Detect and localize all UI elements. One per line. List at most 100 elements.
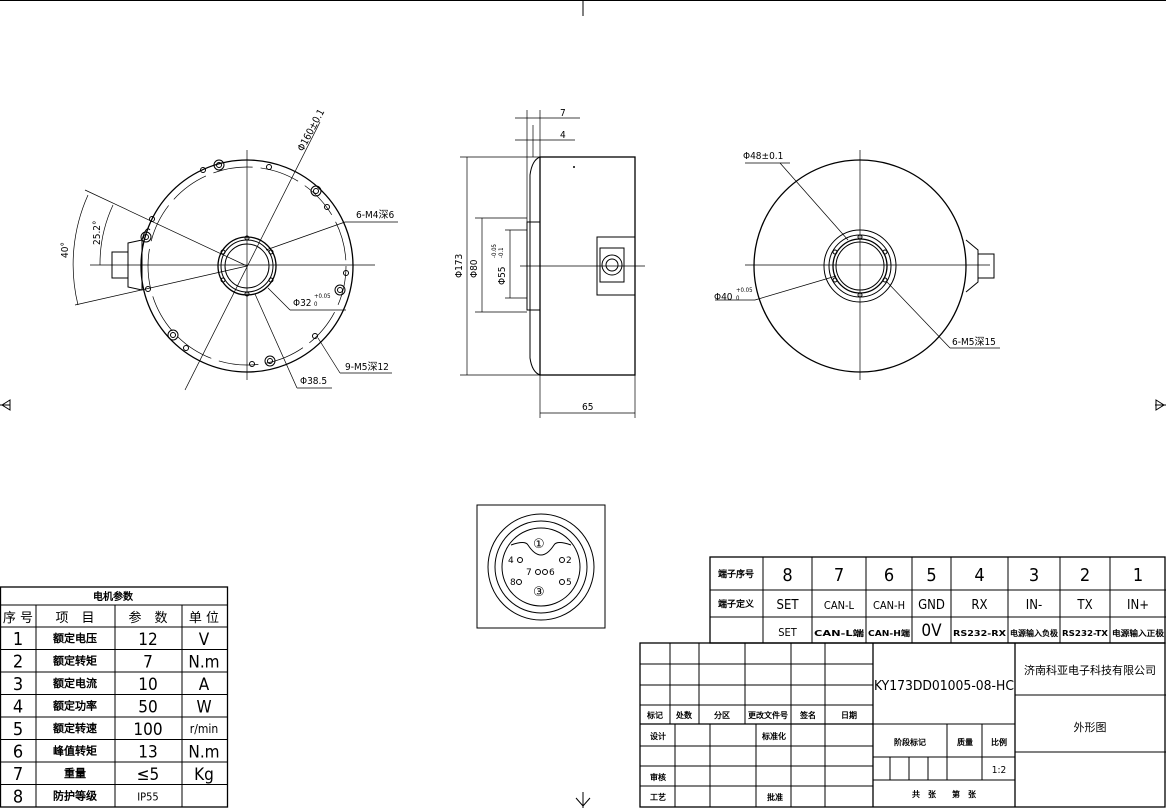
terminal-no: 6 bbox=[884, 565, 894, 586]
drawing-name: 外形图 bbox=[1074, 721, 1107, 734]
param-no: 8 bbox=[13, 787, 23, 808]
rev-header-mark: 标记 bbox=[646, 710, 663, 720]
param-no: 6 bbox=[13, 742, 23, 763]
label-sheets: 共 张 第 张 bbox=[912, 789, 977, 799]
params-row: 7 重量 ≤5 Kg bbox=[13, 764, 214, 785]
drawing-number: KY173DD01005-08-HC bbox=[874, 679, 1014, 694]
terminal-no: 8 bbox=[782, 565, 792, 586]
rev-header-zone: 分区 bbox=[714, 710, 730, 720]
terminal-def-label: 端子定义 bbox=[718, 598, 755, 610]
terminal-def: GND bbox=[918, 598, 945, 613]
dim-m4-holes: 6-M4深6 bbox=[356, 209, 394, 221]
param-value: 13 bbox=[138, 743, 157, 763]
front-view: Φ160±0.1 6-M4深6 Φ32 +0.05 0 Φ38.5 9-M5深1… bbox=[60, 108, 398, 391]
dim-length: 65 bbox=[582, 402, 593, 413]
param-unit: V bbox=[199, 630, 210, 650]
param-unit: W bbox=[196, 698, 211, 718]
dim-shaft-dia: Φ55 bbox=[497, 266, 508, 285]
dim-bore-tol-lower: 0 bbox=[314, 301, 318, 308]
label-standardization: 标准化 bbox=[761, 731, 786, 741]
m4-holes bbox=[220, 235, 274, 297]
param-no: 1 bbox=[13, 629, 23, 650]
terminal-def: CAN-L bbox=[824, 599, 855, 612]
param-value: ≤5 bbox=[137, 765, 160, 785]
param-no: 5 bbox=[13, 719, 23, 740]
terminal-desc: 0V bbox=[921, 621, 942, 641]
param-no: 7 bbox=[13, 764, 23, 785]
param-no: 4 bbox=[13, 697, 23, 718]
params-header-item: 项 目 bbox=[55, 611, 94, 626]
terminal-no: 5 bbox=[926, 565, 936, 586]
terminal-column: 1IN+电源输入正极 bbox=[1109, 557, 1164, 643]
rear-view: Φ48±0.1 Φ40 +0.05 0 6-M5深15 bbox=[714, 150, 1000, 380]
dim-bore-dia: Φ40 bbox=[714, 292, 733, 303]
dim-pilot-dia: Φ38.5 bbox=[300, 376, 327, 387]
dim-outer-dia: Φ160±0.1 bbox=[296, 108, 327, 154]
terminal-no: 3 bbox=[1029, 565, 1039, 586]
motor-params-table: 电机参数 序 号 项 目 参 数 单 位 bbox=[0, 586, 229, 808]
param-value: IP55 bbox=[137, 791, 158, 804]
dim-shaft-tol-lower: -0.1 bbox=[498, 247, 505, 258]
param-value: 50 bbox=[138, 698, 157, 718]
param-item: 额定功率 bbox=[53, 699, 97, 713]
param-unit: Kg bbox=[194, 765, 214, 785]
terminal-def: CAN-H bbox=[873, 599, 905, 612]
label-design: 设计 bbox=[650, 731, 666, 741]
terminal-desc: SET bbox=[778, 626, 798, 639]
terminal-desc: CAN-L端 bbox=[814, 628, 864, 638]
dim-m5-holes: 9-M5深12 bbox=[345, 361, 389, 373]
dim-ring-dia: Φ48±0.1 bbox=[743, 151, 783, 162]
title-block: 标记 处数 分区 更改文件号 签名 日期 设计 标准化 审核 工艺 批准 阶段标… bbox=[639, 642, 1166, 808]
param-item: 重量 bbox=[64, 766, 86, 780]
pin-7: 7 bbox=[526, 568, 532, 578]
dim-bore-tol-lower: 0 bbox=[736, 295, 740, 302]
param-no: 2 bbox=[13, 652, 23, 673]
terminal-column: 3IN-电源输入负极 bbox=[1007, 557, 1058, 643]
rev-header-docno: 更改文件号 bbox=[748, 710, 788, 720]
terminal-desc: RS232-RX bbox=[953, 629, 1007, 638]
pin-5: 5 bbox=[566, 578, 572, 588]
param-item: 额定转速 bbox=[53, 721, 97, 735]
terminal-no: 2 bbox=[1080, 565, 1090, 586]
label-approve: 批准 bbox=[767, 792, 783, 802]
param-item: 额定转矩 bbox=[53, 654, 97, 668]
dim-angle-inner: 25.2° bbox=[92, 220, 103, 245]
terminal-def: IN+ bbox=[1127, 598, 1149, 613]
dim-flange-7: 7 bbox=[560, 108, 566, 119]
params-row: 4 额定功率 50 W bbox=[13, 697, 212, 718]
terminal-def: TX bbox=[1076, 598, 1092, 613]
dim-shaft-tol-upper: -0.05 bbox=[491, 244, 498, 258]
terminal-no: 1 bbox=[1133, 565, 1143, 586]
dim-body-dia: Φ173 bbox=[454, 254, 465, 278]
params-title: 电机参数 bbox=[93, 590, 134, 603]
pin-8: 8 bbox=[510, 578, 516, 588]
rev-header-count: 处数 bbox=[675, 710, 693, 720]
terminal-no: 4 bbox=[974, 565, 984, 586]
terminal-def: SET bbox=[777, 598, 800, 613]
label-mass: 质量 bbox=[957, 737, 973, 747]
label-process: 工艺 bbox=[650, 792, 666, 802]
dim-hub-dia: Φ80 bbox=[469, 259, 480, 278]
label-review: 审核 bbox=[650, 772, 666, 782]
pin-1: ① bbox=[533, 537, 545, 552]
terminal-no: 7 bbox=[834, 565, 844, 586]
label-scale: 比例 bbox=[991, 737, 1007, 747]
label-stage-mark: 阶段标记 bbox=[894, 737, 926, 747]
dim-bore-tol-upper: +0.05 bbox=[314, 293, 331, 300]
m5-holes bbox=[140, 159, 349, 367]
rev-header-date: 日期 bbox=[841, 710, 857, 720]
param-item: 峰值转矩 bbox=[53, 744, 97, 758]
pin-4: 4 bbox=[508, 556, 514, 566]
